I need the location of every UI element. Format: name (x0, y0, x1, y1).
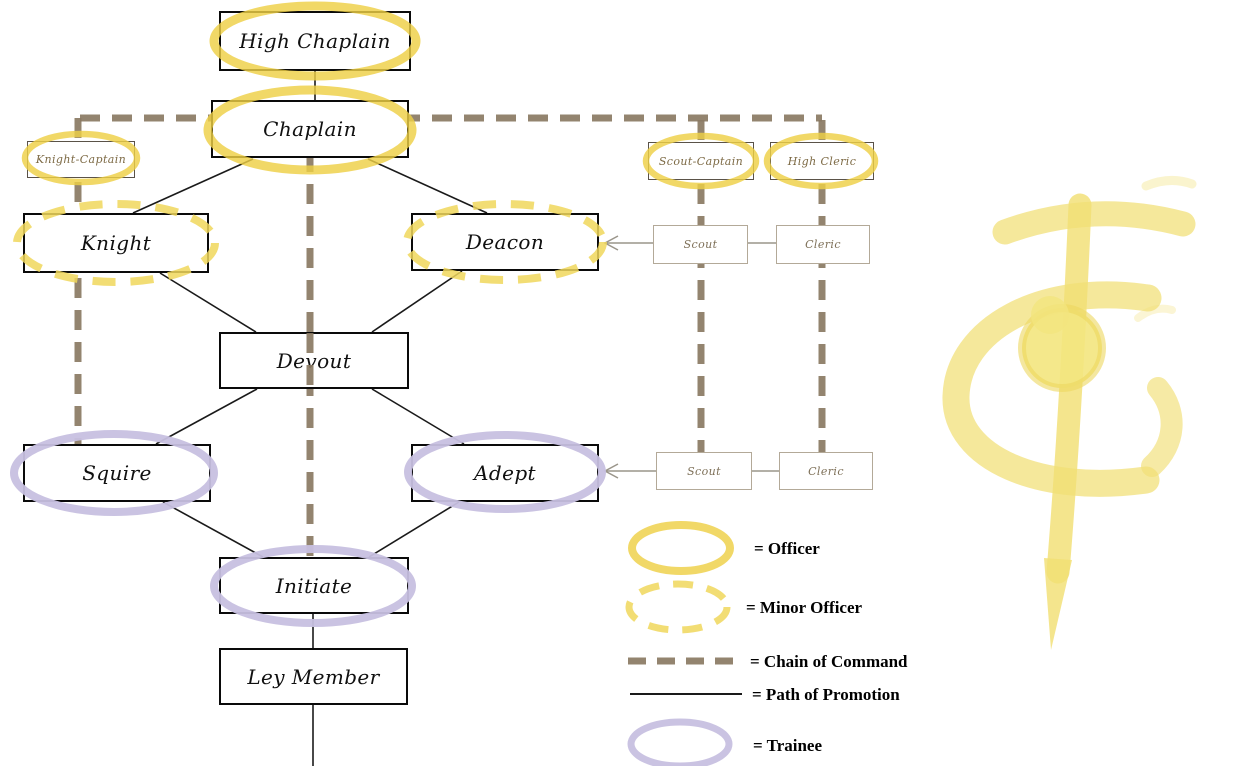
node-label: High Cleric (787, 154, 857, 168)
node-cleric-lower: Cleric (779, 452, 873, 490)
emblem-orb (1018, 304, 1106, 392)
node-label: High Chaplain (239, 29, 391, 53)
node-label: Deacon (465, 230, 545, 254)
promotion-line-adept-initiate (368, 501, 460, 558)
node-label: Scout (687, 464, 721, 478)
node-label: Squire (82, 461, 152, 485)
node-scout-captain: Scout-Captain (648, 142, 754, 180)
node-label: Cleric (808, 464, 844, 478)
node-initiate: Initiate (219, 557, 409, 614)
node-label: Adept (474, 461, 536, 485)
node-squire: Squire (23, 444, 211, 502)
emblem-crescent-arc (942, 281, 1162, 497)
legend-officer-oval (628, 521, 734, 575)
emblem-shaft-tip (1044, 558, 1072, 650)
promotion-line-knight-devout (159, 272, 257, 333)
emblem-right-arc (1141, 377, 1183, 477)
node-cleric-upper: Cleric (776, 225, 870, 264)
promotion-line-squire-initiate (162, 501, 264, 558)
node-ley-member: Ley Member (219, 648, 408, 705)
arrowhead-deacon (603, 235, 619, 251)
node-label: Devout (276, 348, 352, 373)
legend-symbols (625, 521, 742, 766)
node-label: Ley Member (247, 664, 380, 689)
promotion-line-chaplain-deacon (367, 158, 488, 214)
node-label: Chaplain (263, 117, 357, 141)
node-label: Scout-Captain (658, 154, 744, 168)
emblem-shaft (1046, 193, 1092, 584)
node-knight-captain: Knight-Captain (27, 141, 135, 178)
emblem-crossbar (992, 201, 1196, 245)
node-chaplain: Chaplain (211, 100, 409, 158)
promotion-line-devout-adept (371, 388, 465, 445)
legend-trainee-oval (627, 718, 733, 766)
emblem-smudge-mid (1134, 304, 1176, 322)
emblem-smudge-top (1141, 176, 1197, 191)
arrowhead-adept (603, 463, 619, 479)
node-devout: Devout (219, 332, 409, 389)
legend-label-chain-of-command: = Chain of Command (750, 652, 908, 671)
holy-symbol-icon (942, 176, 1197, 650)
assignment-arrows (603, 235, 779, 479)
node-scout-lower: Scout (656, 452, 752, 490)
promotion-line-deacon-devout (371, 270, 463, 333)
node-knight: Knight (23, 213, 209, 273)
node-label: Knight-Captain (35, 153, 127, 166)
promotion-line-devout-squire (155, 388, 258, 445)
node-high-chaplain: High Chaplain (219, 11, 411, 71)
legend-minor-officer-oval (625, 580, 731, 634)
node-label: Cleric (805, 238, 841, 251)
legend-label-officer: = Officer (754, 539, 820, 558)
node-label: Knight (80, 231, 152, 255)
promotion-line-chaplain-knight (132, 158, 254, 214)
node-label: Initiate (275, 573, 353, 598)
node-high-cleric: High Cleric (770, 142, 874, 180)
legend-label-trainee: = Trainee (753, 736, 823, 755)
node-scout-upper: Scout (653, 225, 748, 264)
node-deacon: Deacon (411, 213, 599, 271)
legend-label-minor-officer: = Minor Officer (746, 598, 863, 617)
legend-label-path-of-promotion: = Path of Promotion (752, 685, 900, 704)
node-label: Scout (683, 238, 718, 251)
emblem-orb-top (1031, 296, 1069, 334)
node-adept: Adept (411, 444, 599, 502)
